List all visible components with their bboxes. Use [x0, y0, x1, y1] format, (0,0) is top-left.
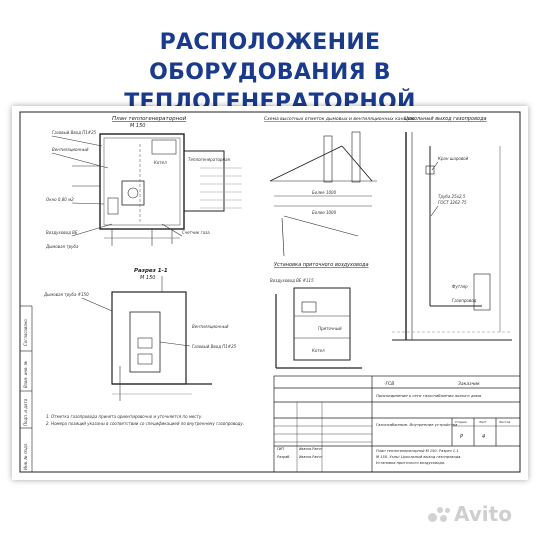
vent-label-duct: Воздуховод ВЕ #115	[270, 278, 314, 283]
gas-label-pipe: Труба 25x2,5	[438, 194, 466, 199]
plan-label-boiler: Котел	[154, 160, 167, 165]
note-2: 2. Номера позиций указаны в соответствии…	[46, 421, 244, 426]
stamp-name-2: Иванов-Ранчн	[299, 455, 322, 459]
side-label-inventory: Инв. № подл.	[23, 442, 28, 470]
stamp-role-1: ГИП	[277, 447, 284, 451]
plan-title: План теплогенераторной	[112, 116, 187, 122]
gas-title: Цокольный выход газопровода	[404, 116, 487, 122]
stamp-contents-2: М 150. Узлы: Цокольный выход газопровода…	[376, 455, 462, 459]
drawing-sheet: Согласовано Взам. инв. № Подп. и дата Ин…	[12, 106, 528, 480]
stamp-code: -ГСВ	[384, 381, 394, 387]
plan-label-vent: Вентиляционный	[52, 147, 89, 152]
stamp-contents-1: План теплогенераторной М 150. Разрез 1-1	[376, 449, 459, 453]
stamp-section: Газоснабжение. Внутренние устройства	[376, 422, 458, 427]
section-title: Разрез 1-1	[134, 268, 168, 274]
scheme-label-1: Более 1000	[312, 190, 337, 195]
vent-label-inlet: Приточный	[318, 326, 342, 331]
stamp-stage-header: Стадия	[455, 420, 467, 424]
stamp-name-1: Иванов-Ранчн	[299, 447, 322, 451]
gas-label-sleeve: Футляр	[452, 284, 468, 289]
height-scheme: Схема высотных отметок дымовых и вентиля…	[264, 116, 415, 257]
stamp-project: Присоединение к сети газоснабжения жилог…	[376, 393, 482, 398]
section-label-chimney: Дымовая труба #150	[43, 292, 89, 297]
stamp-stage: Р	[460, 434, 463, 440]
section-subtitle: М 150	[140, 275, 155, 281]
side-label-signature: Подп. и дата	[23, 398, 28, 426]
stamp-sheet-header: Лист	[478, 420, 487, 424]
section-label-vent: Вентиляционный	[192, 324, 229, 329]
vent-label-boiler: Котел	[312, 348, 325, 353]
title-line-1: РАСПОЛОЖЕНИЕ	[159, 30, 381, 55]
avito-logo-icon	[428, 506, 450, 522]
plan-label-chimney: Дымовая труба	[45, 244, 79, 249]
title-block: -ГСВ Заказчик Присоединение к сети газос…	[273, 375, 521, 473]
plan-label-duct: Воздуховод ВЕ	[46, 230, 78, 235]
stamp-contents-3: Установка приточного воздуховода.	[376, 461, 445, 465]
plan-view: План теплогенераторной М 150 Газовый Вво…	[45, 116, 242, 249]
plan-label-window: Окно 0,80 м2	[46, 197, 74, 202]
plan-subtitle: М 150	[130, 123, 145, 129]
plan-label-gas-inlet: Газовый Ввод П1#25	[52, 130, 97, 135]
gas-outlet-detail: Цокольный выход газопровода Кран шаровой…	[392, 116, 512, 341]
side-label-replace: Взам. инв. №	[23, 361, 28, 388]
stamp-sheets-header: Листов	[498, 420, 510, 424]
gas-label-gost: ГОСТ 3262-75	[438, 200, 467, 205]
plan-label-room: Теплогенераторная	[188, 157, 231, 162]
scheme-label-2: Более 1000	[312, 210, 337, 215]
sheet-frame	[19, 111, 521, 473]
blueprint-drawing: Согласовано Взам. инв. № Подп. и дата Ин…	[19, 111, 521, 473]
vent-detail: Установка приточного воздуховода Воздухо…	[270, 262, 369, 369]
stamp-role-2: Разраб.	[277, 455, 290, 459]
stamp-customer: Заказчик	[458, 381, 480, 387]
avito-watermark: Avito	[428, 502, 512, 526]
gas-label-pipeline: Газопровод	[452, 298, 477, 303]
side-label-approved: Согласовано	[23, 319, 28, 346]
section-view: Разрез 1-1 М 150 Дымовая труба #150 Газо…	[43, 268, 237, 401]
avito-wordmark: Avito	[454, 502, 512, 526]
scheme-title: Схема высотных отметок дымовых и вентиля…	[264, 116, 415, 122]
title-line-2: ОБОРУДОВАНИЯ В ТЕПЛОГЕНЕРАТОРНОЙ	[124, 60, 416, 115]
plan-label-meter: Счетчик газа	[182, 230, 210, 235]
page-title: РАСПОЛОЖЕНИЕ ОБОРУДОВАНИЯ В ТЕПЛОГЕНЕРАТ…	[0, 28, 540, 118]
gas-label-valve: Кран шаровой	[438, 156, 469, 161]
note-1: 1. Отметка газопровода принята ориентиро…	[46, 414, 203, 419]
vent-title: Установка приточного воздуховода	[274, 262, 369, 268]
stamp-sheet: 4	[482, 434, 485, 440]
section-label-gas-inlet: Газовый Ввод П1#25	[192, 344, 237, 349]
